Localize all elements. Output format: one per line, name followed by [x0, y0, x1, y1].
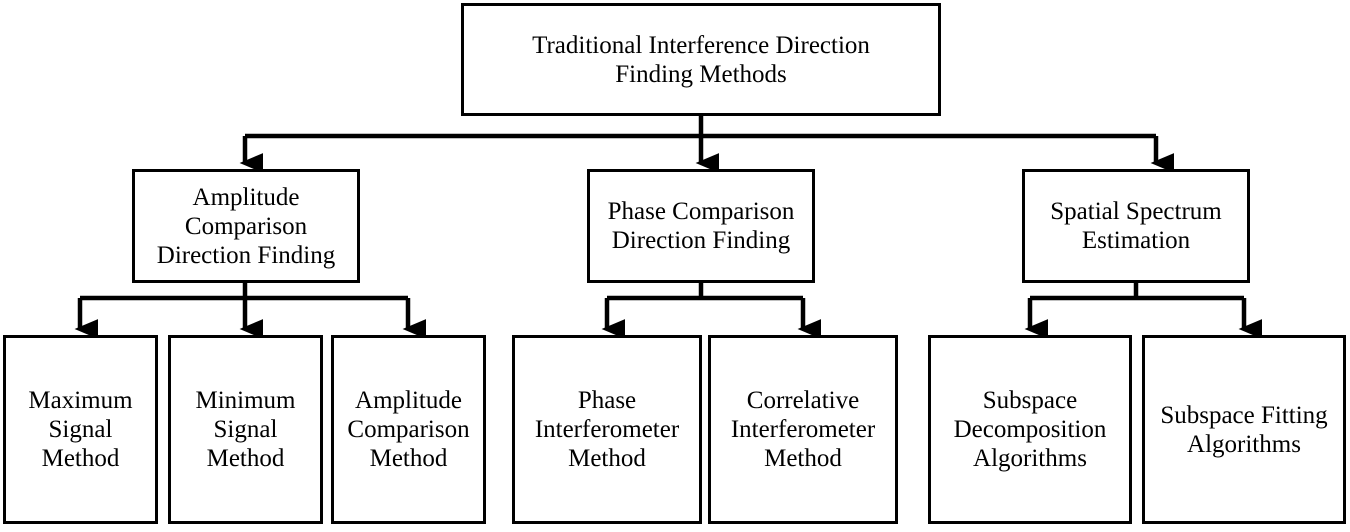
node-leaf-maximum-signal-method[interactable]: Maximum Signal Method [3, 335, 158, 524]
node-branch-amplitude-comparison-direction-finding[interactable]: Amplitude Comparison Direction Finding [132, 169, 360, 283]
node-leaf-subspace-fitting-algorithms[interactable]: Subspace Fitting Algorithms [1142, 335, 1346, 524]
node-root[interactable]: Traditional Interference Direction Findi… [461, 3, 941, 116]
node-leaf-amplitude-comparison-method[interactable]: Amplitude Comparison Method [331, 335, 486, 524]
node-branch-spatial-spectrum-estimation[interactable]: Spatial Spectrum Estimation [1022, 169, 1250, 283]
node-leaf-correlative-interferometer-method[interactable]: Correlative Interferometer Method [708, 335, 898, 524]
node-leaf-phase-interferometer-method[interactable]: Phase Interferometer Method [512, 335, 702, 524]
node-branch-phase-comparison-direction-finding[interactable]: Phase Comparison Direction Finding [587, 169, 815, 283]
node-leaf-minimum-signal-method[interactable]: Minimum Signal Method [168, 335, 323, 524]
node-leaf-subspace-decomposition-algorithms[interactable]: Subspace Decomposition Algorithms [928, 335, 1132, 524]
